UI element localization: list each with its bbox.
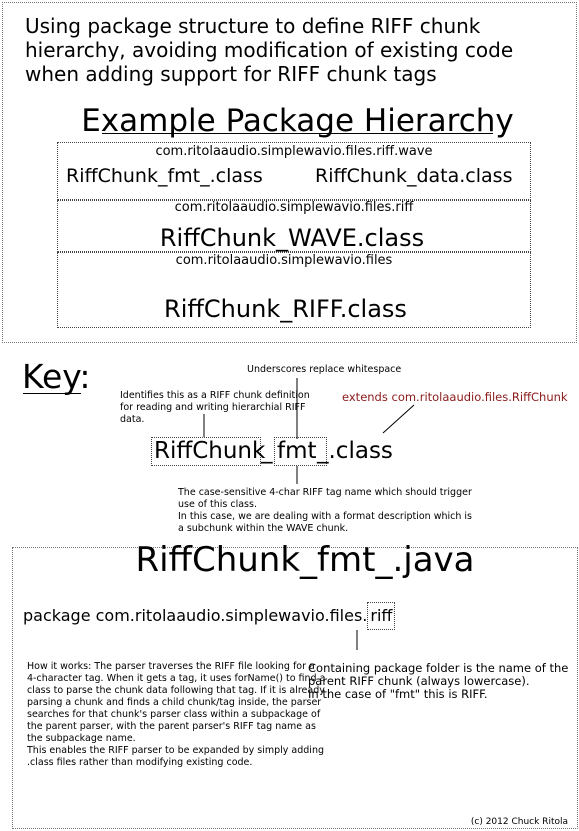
package-label-files: com.ritolaaudio.simplewavio.files [175, 253, 393, 268]
package-label-wave: com.ritolaaudio.simplewavio.files.riff.w… [155, 144, 433, 159]
token-separator: _ [261, 438, 273, 464]
package-label-riff: com.ritolaaudio.simplewavio.files.riff [174, 200, 414, 215]
bottom-panel-frame [12, 547, 578, 829]
package-declaration-prefix: package com.ritolaaudio.simplewavio.file… [23, 606, 368, 625]
identifies-note: Identifies this as a RIFF chunk definiti… [120, 390, 310, 425]
prefix-token-box [151, 437, 261, 466]
top-panel-frame [2, 2, 577, 343]
intro-text: Using package structure to define RIFF c… [25, 14, 514, 86]
tag-note: The case-sensitive 4-char RIFF tag name … [178, 487, 472, 534]
tag-token-box [274, 437, 327, 466]
package-box-files [57, 252, 531, 328]
class-data: RiffChunk_data.class [315, 165, 513, 187]
how-it-works-text: How it works: The parser traverses the R… [27, 661, 326, 768]
package-box-riff [57, 200, 531, 252]
hierarchy-title-underline [102, 133, 493, 134]
class-wave: RiffChunk_WAVE.class [159, 224, 425, 252]
token-tag: fmt [277, 438, 317, 464]
package-box-wave [57, 142, 531, 200]
token-suffix: _.class [317, 438, 393, 464]
extends-note: extends com.ritolaaudio.files.RiffChunk [342, 390, 568, 404]
package-declaration: package com.ritolaaudio.simplewavio.file… [23, 602, 396, 630]
underscores-note: Underscores replace whitespace [247, 364, 402, 375]
copyright: (c) 2012 Chuck Ritola [470, 817, 568, 827]
extends-connector [382, 404, 415, 434]
package-declaration-last: riff [367, 602, 396, 630]
key-title: Key: [22, 357, 91, 396]
token-prefix: RiffChunk [154, 438, 266, 464]
java-file-title: RiffChunk_fmt_.java [135, 540, 475, 580]
key-title-underline [23, 393, 81, 394]
class-fmt: RiffChunk_fmt_.class [66, 165, 263, 187]
class-riff: RiffChunk_RIFF.class [164, 295, 407, 323]
containing-package-note: Containing package folder is the name of… [308, 661, 569, 701]
